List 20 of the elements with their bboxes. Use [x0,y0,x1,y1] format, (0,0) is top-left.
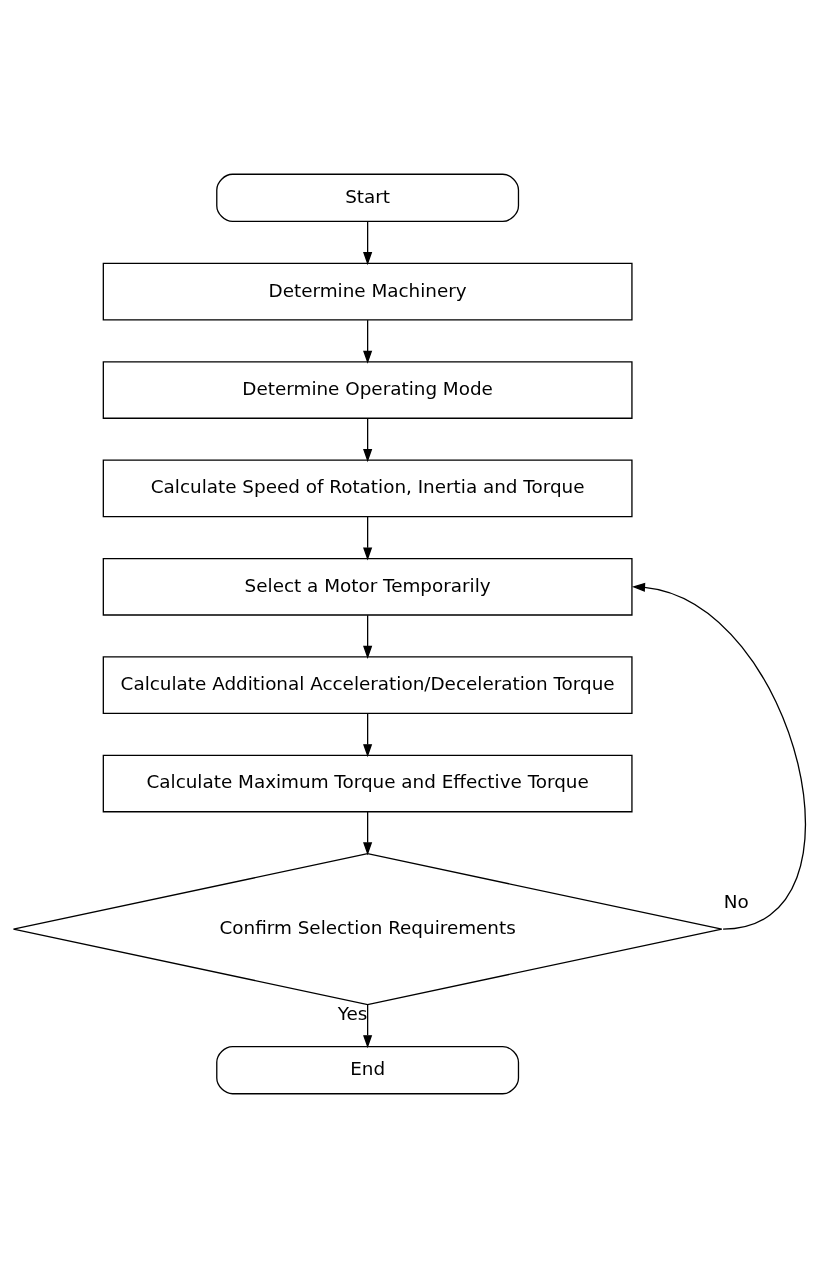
node-box: End [216,1045,520,1095]
arrow [363,614,373,659]
node-box: Determine Machinery [102,262,633,321]
node-box: Start [216,173,520,223]
edge-label: Yes [337,1003,368,1025]
node-box: Select a Motor Temporarily [102,557,633,616]
arrow [363,516,373,561]
arrow [363,221,373,266]
node-box: Determine Operating Mode [102,361,633,419]
node-diamond: Confirm Selection Requirements [12,853,723,1006]
node-box: Calculate Maximum Torque and Effective Torque [102,754,633,813]
arrow [363,319,373,364]
edge-label: No [723,891,749,913]
arrow [631,582,806,930]
arrow [363,1004,373,1049]
node-box: Calculate Speed of Rotation, Inertia and Torque [102,459,633,518]
arrow [363,417,373,463]
arrow [363,811,373,856]
arrow [363,713,373,758]
node-box: Calculate Additional Acceleration/Deceleration Torque [102,656,633,714]
